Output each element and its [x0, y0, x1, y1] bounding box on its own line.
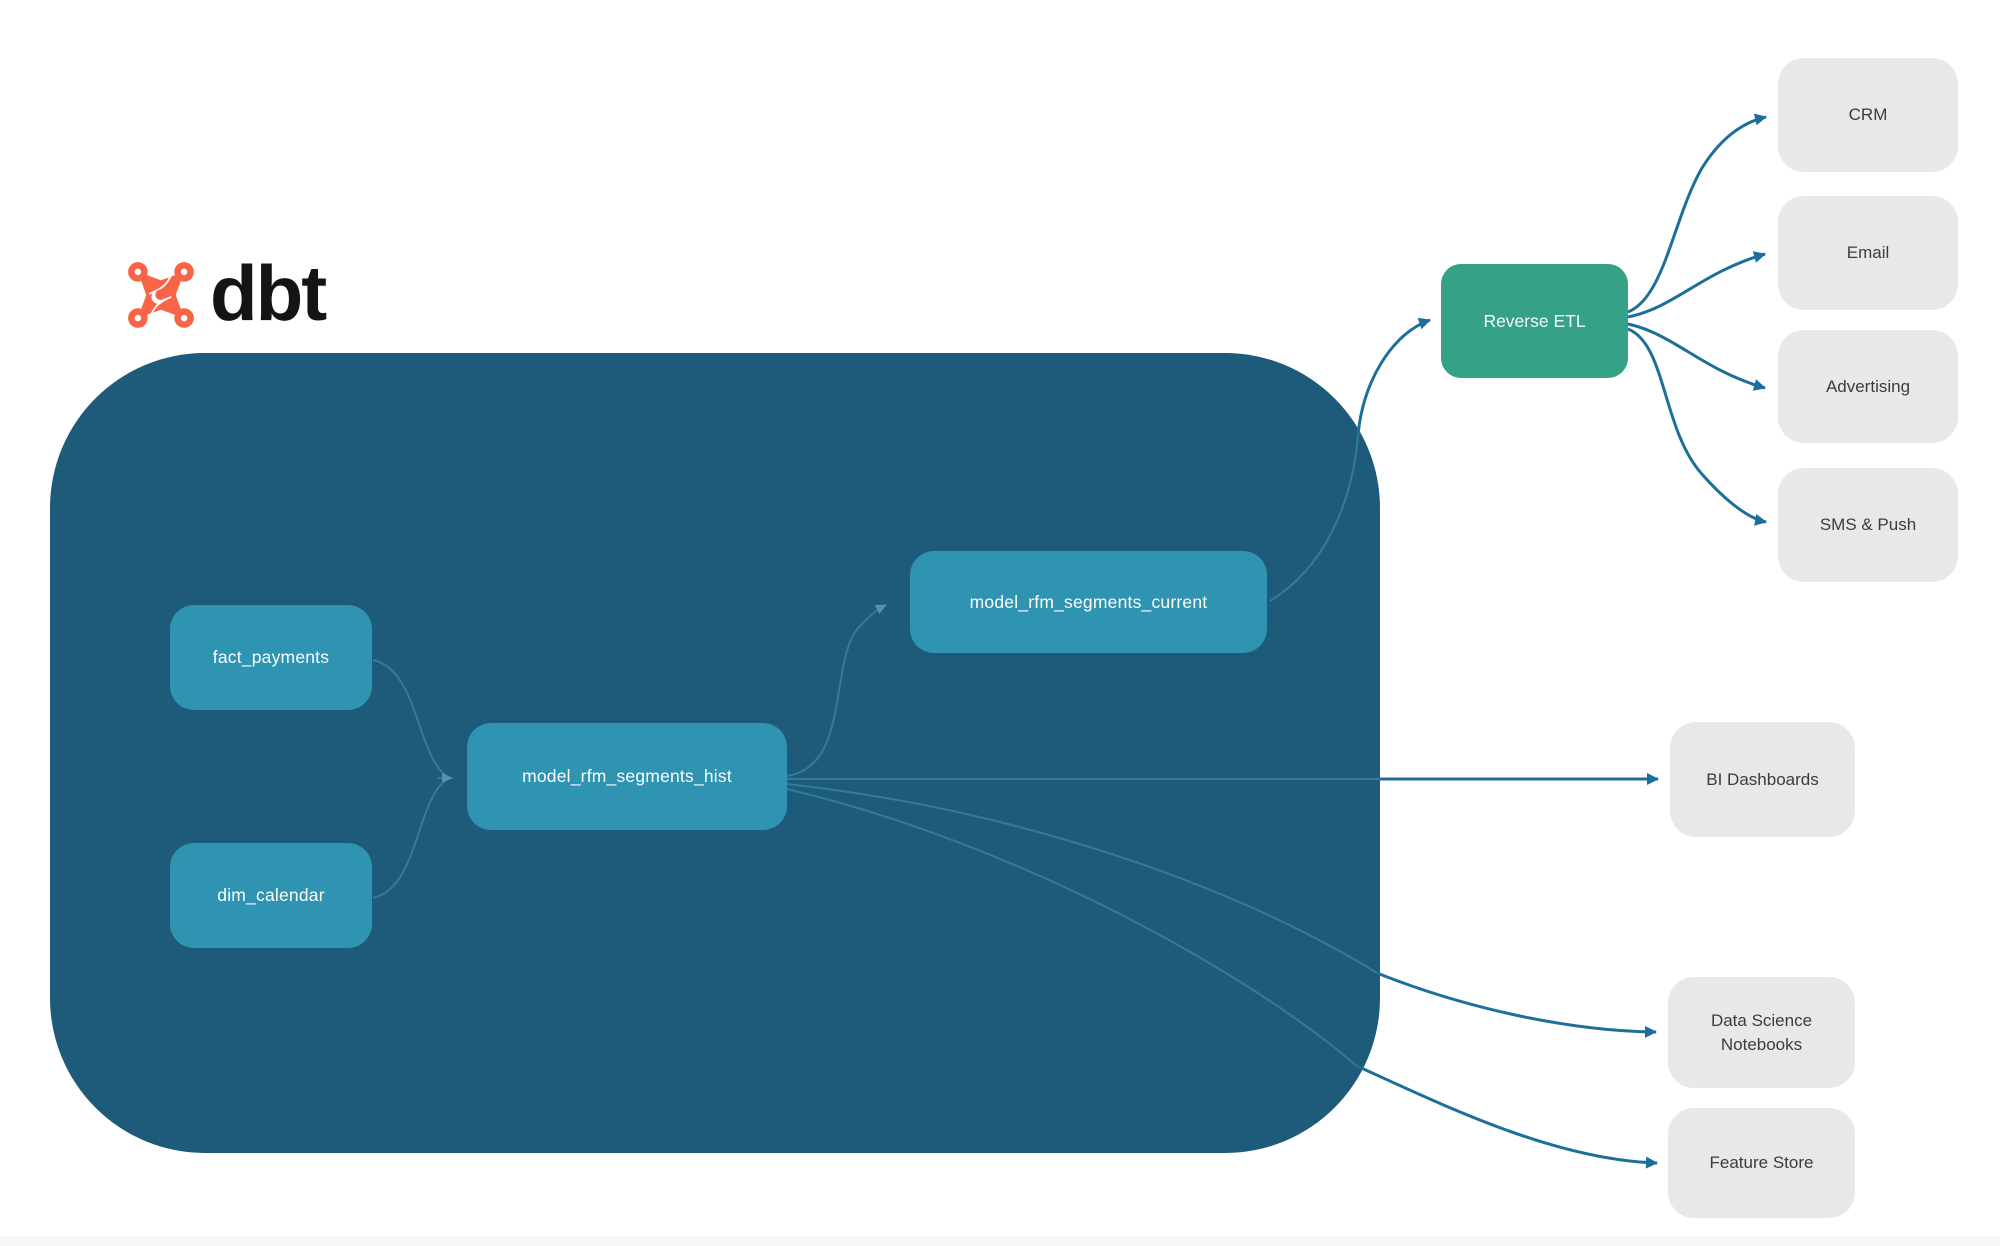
dbt-wordmark: dbt: [210, 249, 327, 337]
node-dim-calendar: dim_calendar: [170, 843, 372, 948]
bottom-edge-strip: [0, 1236, 2000, 1246]
node-reverse-etl-label: Reverse ETL: [1483, 310, 1586, 331]
edge-current-to-boundary: [1269, 435, 1359, 602]
node-advertising: Advertising: [1778, 330, 1958, 443]
edge-hist-to-notebooks-inside: [786, 783, 1378, 974]
edge-hist-to-current: [786, 604, 887, 777]
node-feature-store-label: Feature Store: [1709, 1153, 1814, 1173]
dbt-logo: dbt: [126, 249, 327, 338]
edge-reverse-etl-to-advertising: [1627, 322, 1766, 391]
edge-boundary-to-feature-store: [1356, 1064, 1658, 1169]
edge-dim-calendar-to-hist: [372, 779, 447, 899]
node-dim-calendar-label: dim_calendar: [217, 885, 325, 905]
node-sms-push-label: SMS & Push: [1819, 515, 1917, 535]
node-model-rfm-segments-hist: model_rfm_segments_hist: [467, 723, 787, 830]
node-crm: CRM: [1778, 58, 1958, 172]
node-fact-payments-label: fact_payments: [212, 647, 330, 667]
node-feature-store: Feature Store: [1668, 1108, 1855, 1218]
node-model-rfm-segments-hist-label: model_rfm_segments_hist: [522, 766, 732, 786]
node-data-science-notebooks: Data Science Notebooks: [1668, 977, 1855, 1088]
node-email: Email: [1778, 196, 1958, 310]
node-advertising-label: Advertising: [1825, 376, 1911, 396]
edge-reverse-etl-to-email: [1627, 251, 1766, 319]
node-email-label: Email: [1846, 243, 1890, 263]
edge-reverse-etl-to-crm: [1627, 113, 1767, 314]
edge-reverse-etl-to-sms-push: [1627, 327, 1767, 526]
node-data-science-notebooks-label: Data Science Notebooks: [1710, 1010, 1813, 1054]
node-sms-push: SMS & Push: [1778, 468, 1958, 582]
node-model-rfm-segments-current-label: model_rfm_segments_current: [969, 591, 1208, 612]
node-bi-dashboards-label: BI Dashboards: [1706, 769, 1819, 789]
node-crm-label: CRM: [1848, 105, 1888, 125]
dbt-logo-icon: [128, 262, 194, 328]
edge-current-to-reverse-etl: [1356, 317, 1431, 437]
edge-hist-to-feature-store-inside: [786, 788, 1358, 1067]
node-bi-dashboards: BI Dashboards: [1670, 722, 1855, 837]
edge-fact-payments-to-hist: [372, 659, 447, 777]
node-model-rfm-segments-current: model_rfm_segments_current: [910, 551, 1267, 653]
node-reverse-etl: Reverse ETL: [1441, 264, 1628, 378]
node-fact-payments: fact_payments: [170, 605, 372, 710]
edge-boundary-to-notebooks: [1376, 971, 1657, 1038]
